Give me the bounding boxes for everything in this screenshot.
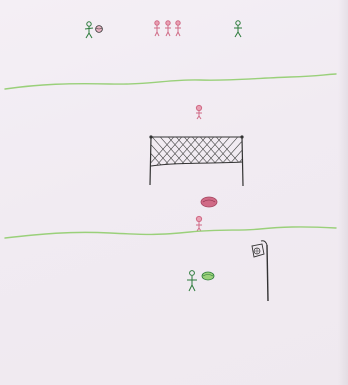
green-stick-figure-right: [234, 21, 242, 37]
pink-volleyball-icon: [201, 197, 217, 207]
volleyball-net: [130, 130, 268, 186]
pink-figure-1: [154, 21, 160, 36]
top-figures-group: [85, 21, 242, 38]
basketball-hoop: [252, 241, 268, 301]
bottom-green-divider: [5, 227, 336, 238]
pink-figure-3: [175, 21, 181, 36]
pink-player-above-net: [196, 105, 202, 119]
ball-icon: [96, 26, 103, 33]
top-green-divider: [5, 74, 336, 89]
green-basketball-icon: [202, 272, 214, 280]
pink-figure-2: [165, 21, 171, 36]
green-stick-figure: [85, 22, 93, 38]
green-player-bottom: [187, 271, 197, 291]
pink-player-below-net: [196, 216, 202, 231]
